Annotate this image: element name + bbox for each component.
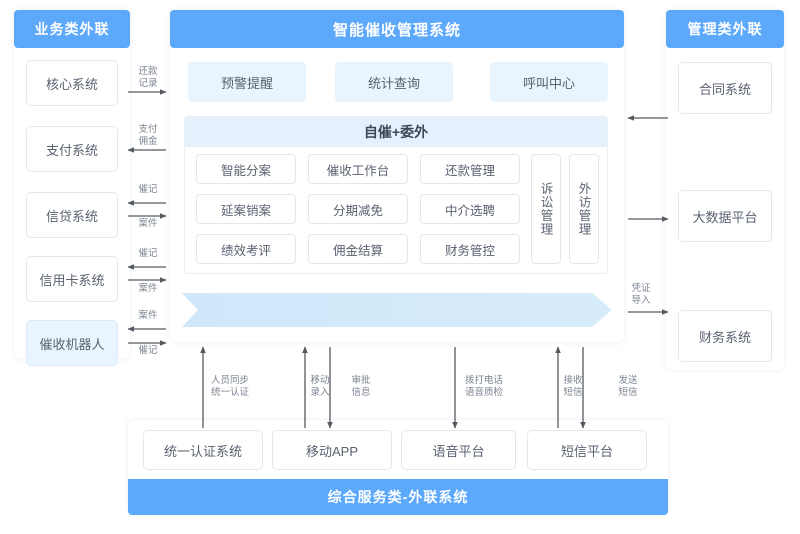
center-top-callcenter[interactable]: 呼叫中心 [490, 62, 608, 102]
bottom-item-mobileapp[interactable]: 移动APP [272, 430, 392, 470]
bottom-item-auth[interactable]: 统一认证系统 [143, 430, 263, 470]
module-installment-relief[interactable]: 分期减免 [308, 194, 408, 224]
left-connector-label-3: 案件 [138, 218, 158, 229]
right-panel-header: 管理类外联 [666, 10, 784, 48]
left-item-creditcard[interactable]: 信用卡系统 [26, 256, 118, 302]
module-commission-settlement[interactable]: 佣金结算 [308, 234, 408, 264]
module-agency-recruit[interactable]: 中介选聘 [420, 194, 520, 224]
bottom-arrows [200, 346, 586, 429]
right-connector-label-2: 凭证 导入 [631, 283, 651, 306]
center-group-title: 自催+委外 [185, 117, 607, 147]
module-litigation-mgmt[interactable]: 诉讼管理 [531, 154, 561, 264]
bottom-panel-footer: 综合服务类-外联系统 [128, 479, 668, 515]
band-label-monitor-mgmt: 监控管理 [479, 300, 530, 314]
band-label-quality-mgmt: 质检管理 [350, 300, 401, 314]
left-item-core[interactable]: 核心系统 [26, 60, 118, 106]
right-item-bigdata[interactable]: 大数据平台 [678, 190, 772, 242]
module-financial-control[interactable]: 财务管控 [420, 234, 520, 264]
bottom-connector-label-2: 审批 信息 [351, 375, 371, 398]
bottom-connector-label-3: 拨打电话 语音质检 [464, 375, 503, 398]
left-connector-label-5: 案件 [138, 283, 158, 294]
module-field-visit-mgmt[interactable]: 外访管理 [569, 154, 599, 264]
left-connector-label-4: 催记 [138, 248, 158, 259]
bottom-connector-label-5: 发送 短信 [618, 375, 638, 398]
band-label-system-mgmt: 系统管理 [221, 300, 272, 314]
right-item-finance[interactable]: 财务系统 [678, 310, 772, 362]
bottom-item-voice[interactable]: 语音平台 [401, 430, 516, 470]
module-repayment-mgmt[interactable]: 还款管理 [420, 154, 520, 184]
left-connector-label-7: 催记 [138, 345, 158, 356]
center-panel-header: 智能催收管理系统 [170, 10, 624, 48]
left-item-payment[interactable]: 支付系统 [26, 126, 118, 172]
module-collection-workbench[interactable]: 催收工作台 [308, 154, 408, 184]
center-top-alert[interactable]: 预警提醒 [188, 62, 306, 102]
module-case-deferral[interactable]: 延案销案 [196, 194, 296, 224]
left-panel-header: 业务类外联 [14, 10, 130, 48]
right-item-contract[interactable]: 合同系统 [678, 62, 772, 114]
bottom-connector-label-0: 人员同步 统一认证 [210, 375, 249, 398]
left-item-robot[interactable]: 催收机器人 [26, 320, 118, 366]
left-connector-label-1: 支付 佣金 [138, 124, 158, 147]
bottom-connector-label-4: 接收 短信 [563, 375, 583, 398]
left-item-credit[interactable]: 信贷系统 [26, 192, 118, 238]
center-top-stats[interactable]: 统计查询 [335, 62, 453, 102]
left-connector-label-0: 还款 记录 [138, 66, 158, 89]
module-smart-allocation[interactable]: 智能分案 [196, 154, 296, 184]
module-performance-review[interactable]: 绩效考评 [196, 234, 296, 264]
bottom-item-sms[interactable]: 短信平台 [527, 430, 647, 470]
left-connector-label-2: 催记 [138, 184, 158, 195]
bottom-connector-label-1: 移动 录入 [310, 375, 330, 398]
left-connector-label-6: 案件 [138, 310, 158, 321]
